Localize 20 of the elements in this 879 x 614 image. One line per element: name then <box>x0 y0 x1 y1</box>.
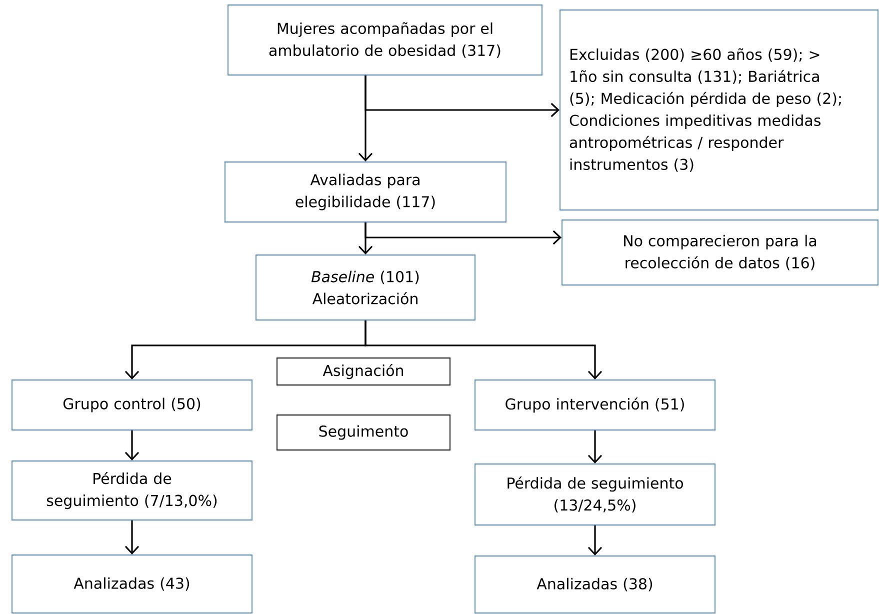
stage-label-box: Seguimento <box>276 414 450 450</box>
process-box: Grupo intervención (51) <box>474 380 716 430</box>
process-box: Grupo control (50) <box>12 380 252 430</box>
process-box: Analizadas (43) <box>12 554 252 614</box>
arrow <box>124 520 140 555</box>
arrow <box>364 75 560 118</box>
process-box: Pérdida de seguimiento (7/13,0%) <box>12 460 252 520</box>
process-box: Pérdida de seguimiento (13/24,5%) <box>474 464 716 526</box>
arrow <box>588 430 602 464</box>
process-box: Baseline (101) Aleatorización <box>256 254 476 320</box>
process-box: Analizadas (38) <box>474 556 716 614</box>
arrow <box>588 525 602 556</box>
arrow <box>124 430 140 461</box>
arrow <box>364 320 602 380</box>
process-box: Avaliadas para elegibilidade (117) <box>224 162 506 222</box>
arrow <box>364 222 562 245</box>
exclusion-box: No comparecieron para la recolección de datos (16) <box>562 220 878 286</box>
stage-label-box: Asignación <box>276 358 450 386</box>
exclusion-box: Excluidas (200) ≥60 años (59); > 1ño sin consulta (131); Bariátrica (5); Medicación pérdida de peso (2); Condiciones impeditivas medidas antropométricas / responder instrumentos (3) <box>560 10 878 210</box>
process-box: Mujeres acompañadas por el ambulatorio de obesidad (317) <box>228 4 542 76</box>
